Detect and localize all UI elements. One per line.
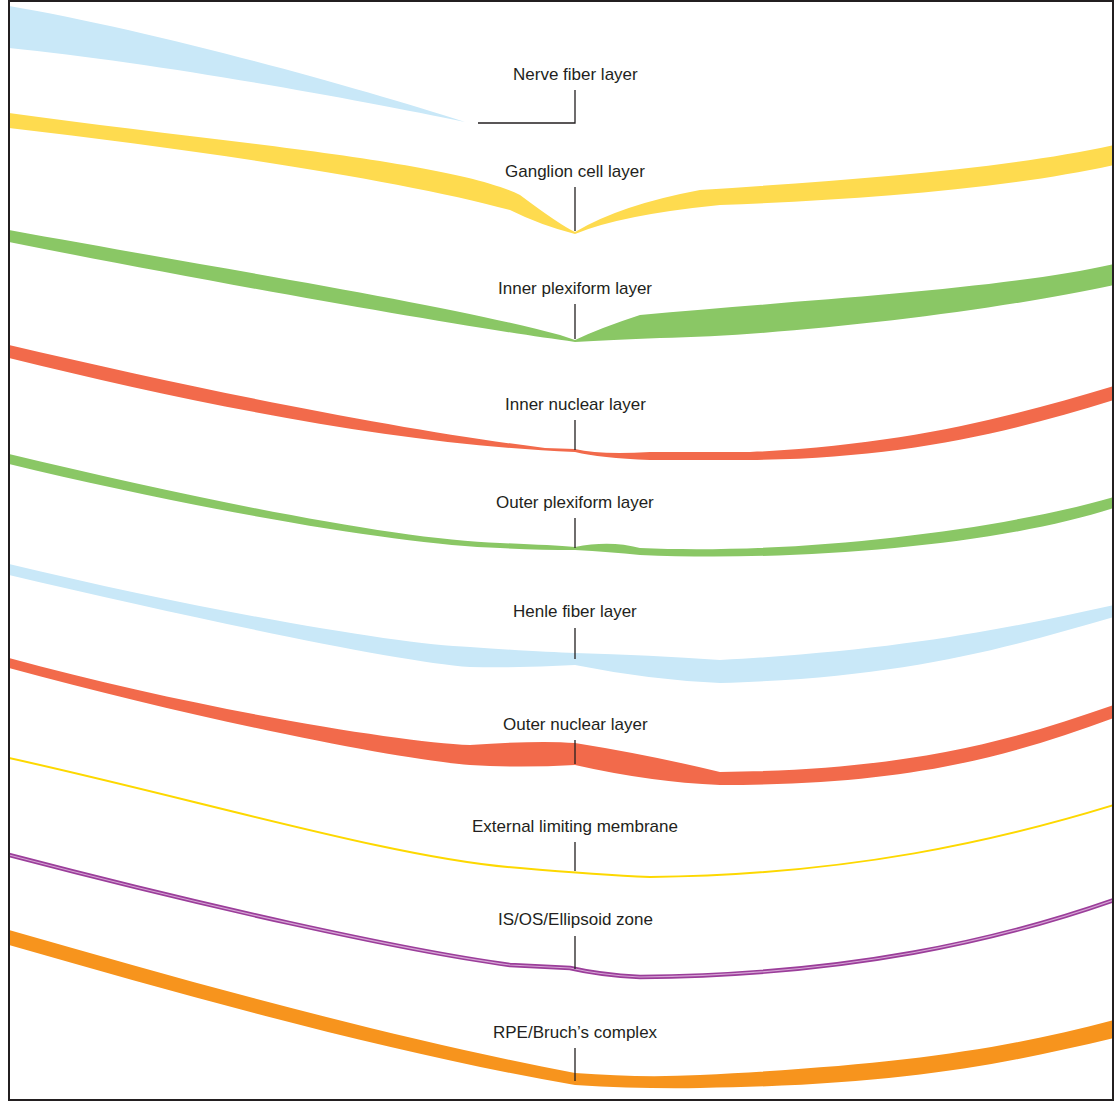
rpe-bruch-band <box>9 930 1113 1088</box>
leader-line <box>574 304 575 339</box>
layer-label: Inner nuclear layer <box>502 395 649 415</box>
frame <box>9 1 1113 1100</box>
ganglion-cell-band <box>9 113 1113 234</box>
external-limiting-membrane-line <box>9 758 1113 877</box>
henle-fiber-band <box>9 564 1113 683</box>
layer-label: Outer plexiform layer <box>493 493 657 513</box>
layer-label: Outer nuclear layer <box>500 715 651 735</box>
layer-label: Inner plexiform layer <box>495 279 655 299</box>
layer-label: External limiting membrane <box>469 817 681 837</box>
layer-label: IS/OS/Ellipsoid zone <box>495 910 656 930</box>
leader-line <box>574 420 575 450</box>
leader-line <box>574 842 575 871</box>
layer-label: Henle fiber layer <box>510 602 640 622</box>
leader-line <box>574 740 575 764</box>
inner-nuclear-band <box>9 345 1113 460</box>
ellipsoid-zone-line <box>9 855 1113 977</box>
ellipsoid-zone-inner-line <box>9 855 1113 977</box>
leader-line <box>574 518 575 548</box>
leader-line <box>574 936 575 969</box>
outer-plexiform-band <box>9 454 1113 557</box>
leader-line <box>574 1048 575 1081</box>
outer-nuclear-band <box>9 658 1113 785</box>
layer-label: Nerve fiber layer <box>510 65 641 85</box>
leader-line <box>478 90 575 123</box>
layer-label: Ganglion cell layer <box>502 162 648 182</box>
layer-label: RPE/Bruch’s complex <box>490 1023 660 1043</box>
leader-line <box>574 187 575 231</box>
nerve-fiber-band <box>9 6 465 122</box>
inner-plexiform-band <box>9 230 1113 342</box>
leader-line <box>574 628 575 659</box>
